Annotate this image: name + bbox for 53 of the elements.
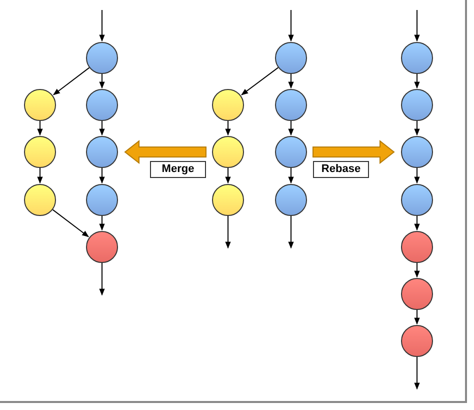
arrow [288,168,294,184]
commit-circle [24,89,56,121]
arrow [225,168,231,184]
commit-circle [275,184,307,216]
commit-circle [212,184,244,216]
arrow [225,216,231,249]
commit-circle [24,136,56,168]
commit-circle [24,184,56,216]
commit-circle [401,136,433,168]
commit-circle [212,136,244,168]
arrow [37,168,43,184]
commit-circle [212,89,244,121]
commit-circle [401,89,433,121]
commit-circle [86,89,118,121]
arrow [99,120,105,136]
arrow [99,74,105,89]
arrow [288,10,294,42]
arrow [288,216,294,249]
commit-circle [86,231,118,263]
commit-circle [401,231,433,263]
arrow [99,262,105,296]
commit-circle [401,278,433,310]
arrow [414,120,420,136]
block-arrow [312,140,395,164]
arrow [37,120,43,136]
arrow [414,74,420,89]
commit-circle [275,89,307,121]
commit-circle [275,42,307,74]
commit-circle [275,136,307,168]
commit-circle [401,325,433,357]
arrow [225,120,231,136]
arrow [414,216,420,231]
arrow [52,209,89,238]
commit-circle [86,184,118,216]
arrow [288,74,294,89]
arrow [414,310,420,325]
block-arrow [124,140,206,164]
commit-circle [401,184,433,216]
arrow [414,10,420,42]
arrow [99,168,105,184]
commit-circle [86,42,118,74]
edge-label: Rebase [313,161,369,178]
arrow [414,262,420,278]
edge-label: Merge [150,161,206,178]
arrow [99,10,105,42]
arrow [53,67,90,96]
arrow [99,216,105,231]
commit-circle [86,136,118,168]
arrow [241,67,279,96]
arrow [414,168,420,184]
commit-circle [401,42,433,74]
arrow [288,120,294,136]
arrow [414,356,420,390]
